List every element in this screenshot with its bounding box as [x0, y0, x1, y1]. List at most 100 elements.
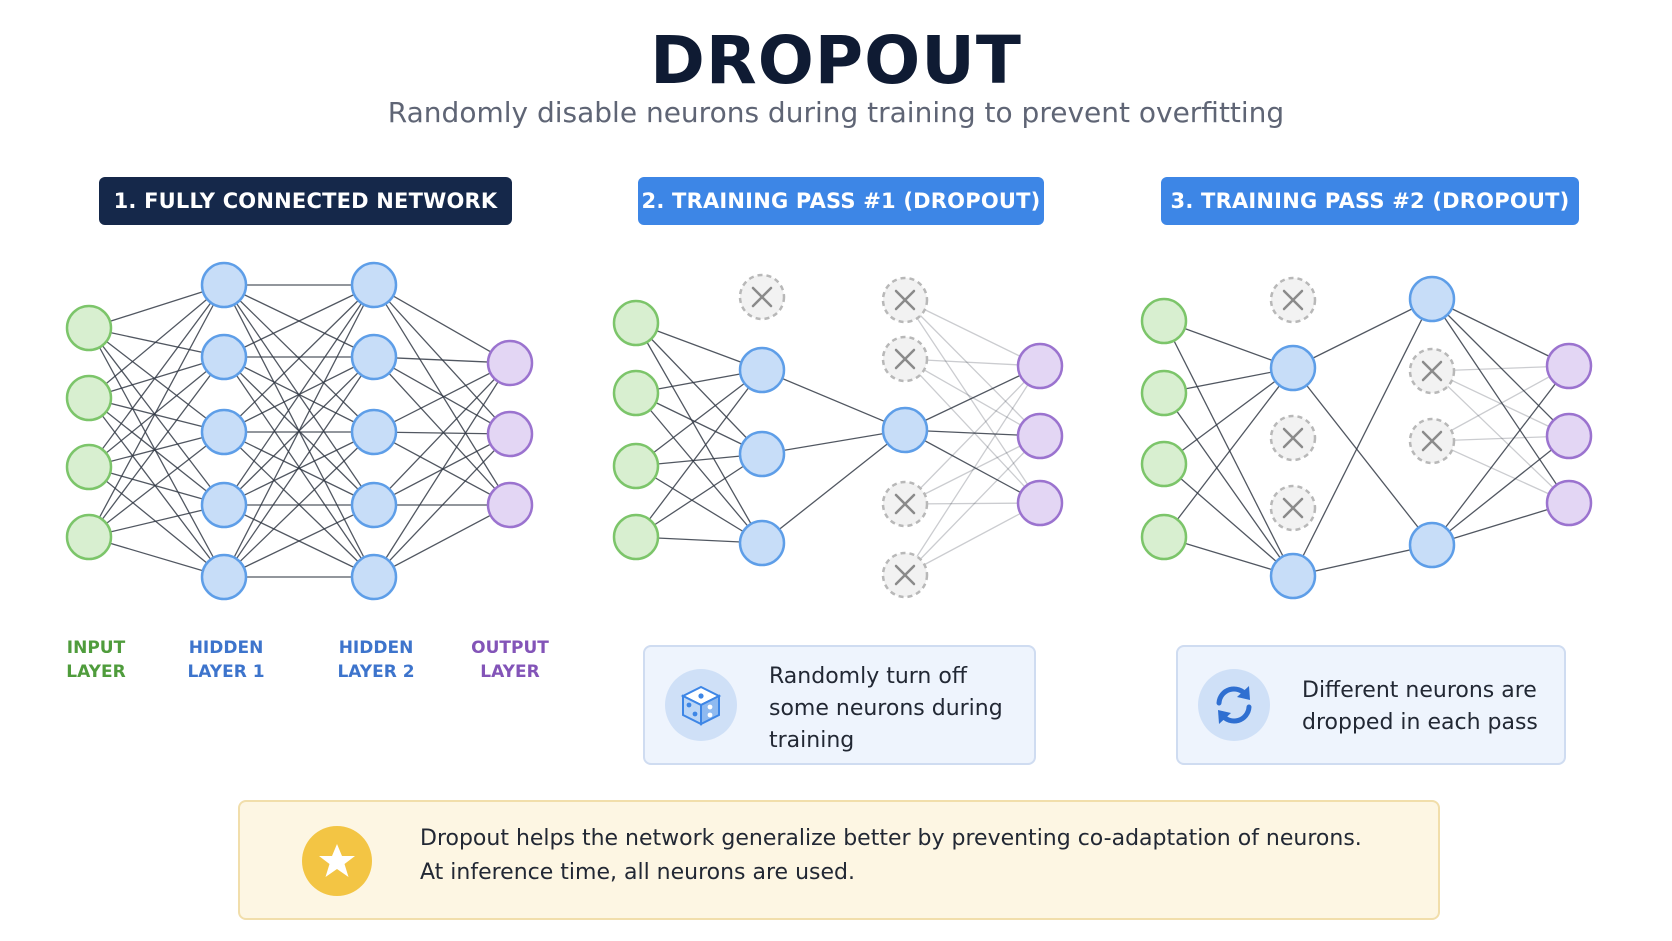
p3-hidden1-neuron-2 [1269, 552, 1317, 600]
p2-output-neuron-3 [1016, 479, 1064, 527]
p1-input-neuron-4 [65, 513, 113, 561]
p2-faded-edge [904, 365, 1041, 576]
p3-edge [1292, 298, 1433, 577]
refresh-icon [1198, 669, 1270, 741]
info-box-dropout: Randomly turn off some neurons during tr… [643, 645, 1036, 765]
p3-hidden2-dropped-neuron-2 [1408, 417, 1456, 465]
p2-edge [635, 392, 763, 544]
p3-edge [1431, 298, 1570, 367]
p2-edge [635, 322, 763, 544]
p1-edge [88, 356, 225, 399]
p3-hidden1-dropped-neuron-2 [1269, 414, 1317, 462]
input-layer-label: INPUT LAYER [66, 638, 126, 682]
p1-edge [373, 356, 511, 435]
summary-note-text: Dropout helps the network generalize bet… [420, 826, 1362, 885]
p2-edge [635, 369, 763, 538]
p1-edge [88, 284, 225, 329]
p3-hidden2-dropped-neuron-1 [1408, 347, 1456, 395]
page-subtitle: Randomly disable neurons during training… [387, 96, 1285, 129]
p1-input-neuron-2 [65, 374, 113, 422]
p1-hidden1-neuron-3 [200, 408, 248, 456]
p3-output-neuron-2 [1545, 412, 1593, 460]
p1-edge [223, 284, 375, 433]
p2-faded-edge [904, 299, 1041, 437]
p1-edge [88, 466, 225, 578]
p1-edge [223, 431, 375, 506]
p2-hidden2-dropped-neuron-1 [881, 276, 929, 324]
p2-edge [761, 429, 906, 455]
p3-input-neuron-3 [1140, 440, 1188, 488]
p2-edge [635, 453, 763, 538]
p1-output-neuron-1 [486, 339, 534, 387]
p2-faded-edge [904, 358, 1041, 504]
p3-edge [1431, 435, 1570, 546]
p2-edge [635, 369, 763, 467]
p1-edge [88, 327, 225, 506]
p1-hidden2-neuron-3 [350, 408, 398, 456]
p3-hidden1-neuron-1 [1269, 344, 1317, 392]
p1-edge [223, 356, 375, 578]
p1-edge [88, 356, 225, 538]
p3-edge [1163, 367, 1294, 538]
p3-hidden1-dropped-neuron-1 [1269, 276, 1317, 324]
p3-edge [1163, 463, 1294, 577]
p3-input-neuron-4 [1140, 513, 1188, 561]
p2-input-neuron-2 [612, 369, 660, 417]
p3-edge [1431, 365, 1570, 546]
p1-edge [88, 327, 225, 433]
p1-hidden1-neuron-4 [200, 481, 248, 529]
dice-icon [665, 669, 737, 741]
p1-hidden2-neuron-5 [350, 553, 398, 601]
p2-input-neuron-4 [612, 513, 660, 561]
p3-faded-edge [1431, 370, 1570, 504]
p3-faded-edge [1431, 365, 1570, 442]
p1-edge [88, 284, 225, 399]
p2-hidden2-neuron-1 [881, 406, 929, 454]
p3-edge [1292, 298, 1433, 369]
p2-hidden2-dropped-neuron-3 [881, 480, 929, 528]
p2-hidden1-neuron-3 [738, 519, 786, 567]
p3-edge [1292, 544, 1433, 577]
p1-edge [223, 431, 375, 578]
p1-edge [223, 504, 375, 578]
hidden-layer-1-label: HIDDEN LAYER 1 [187, 638, 265, 682]
p3-edge [1431, 298, 1570, 504]
p3-output-neuron-3 [1545, 479, 1593, 527]
page-title: DROPOUT [650, 22, 1022, 99]
p2-output-neuron-1 [1016, 342, 1064, 390]
p2-input-neuron-1 [612, 299, 660, 347]
p2-faded-edge [904, 365, 1041, 505]
p3-hidden2-neuron-1 [1408, 275, 1456, 323]
p3-output-neuron-1 [1545, 342, 1593, 390]
p2-faded-edge [904, 299, 1041, 367]
output-layer-label: OUTPUT LAYER [471, 638, 549, 682]
p1-hidden2-neuron-2 [350, 333, 398, 381]
p3-faded-edge [1431, 440, 1570, 504]
p3-input-neuron-1 [1140, 297, 1188, 345]
p2-hidden2-dropped-neuron-2 [881, 335, 929, 383]
p2-hidden1-dropped-neuron-1 [738, 273, 786, 321]
hidden-layer-2-label: HIDDEN LAYER 2 [337, 638, 415, 682]
p1-edge [223, 284, 375, 358]
p2-input-neuron-3 [612, 442, 660, 490]
p2-hidden1-neuron-2 [738, 430, 786, 478]
p2-hidden1-neuron-1 [738, 346, 786, 394]
p3-edge [1163, 320, 1294, 577]
panel-1-header: 1. FULLY CONNECTED NETWORK [99, 177, 512, 225]
p1-hidden2-neuron-4 [350, 481, 398, 529]
p1-edge [88, 284, 225, 468]
p3-edge [1163, 367, 1294, 465]
p2-faded-edge [904, 435, 1041, 576]
p1-edge [373, 431, 511, 506]
p1-edge [223, 284, 375, 578]
p1-edge [373, 362, 511, 578]
p3-edge [1292, 367, 1433, 546]
p2-hidden2-dropped-neuron-4 [881, 551, 929, 599]
p1-edge [373, 362, 511, 433]
p2-edge [761, 429, 906, 544]
p1-edge [373, 356, 511, 506]
p3-input-neuron-2 [1140, 369, 1188, 417]
p2-edge [904, 365, 1041, 431]
p1-edge [373, 362, 511, 506]
